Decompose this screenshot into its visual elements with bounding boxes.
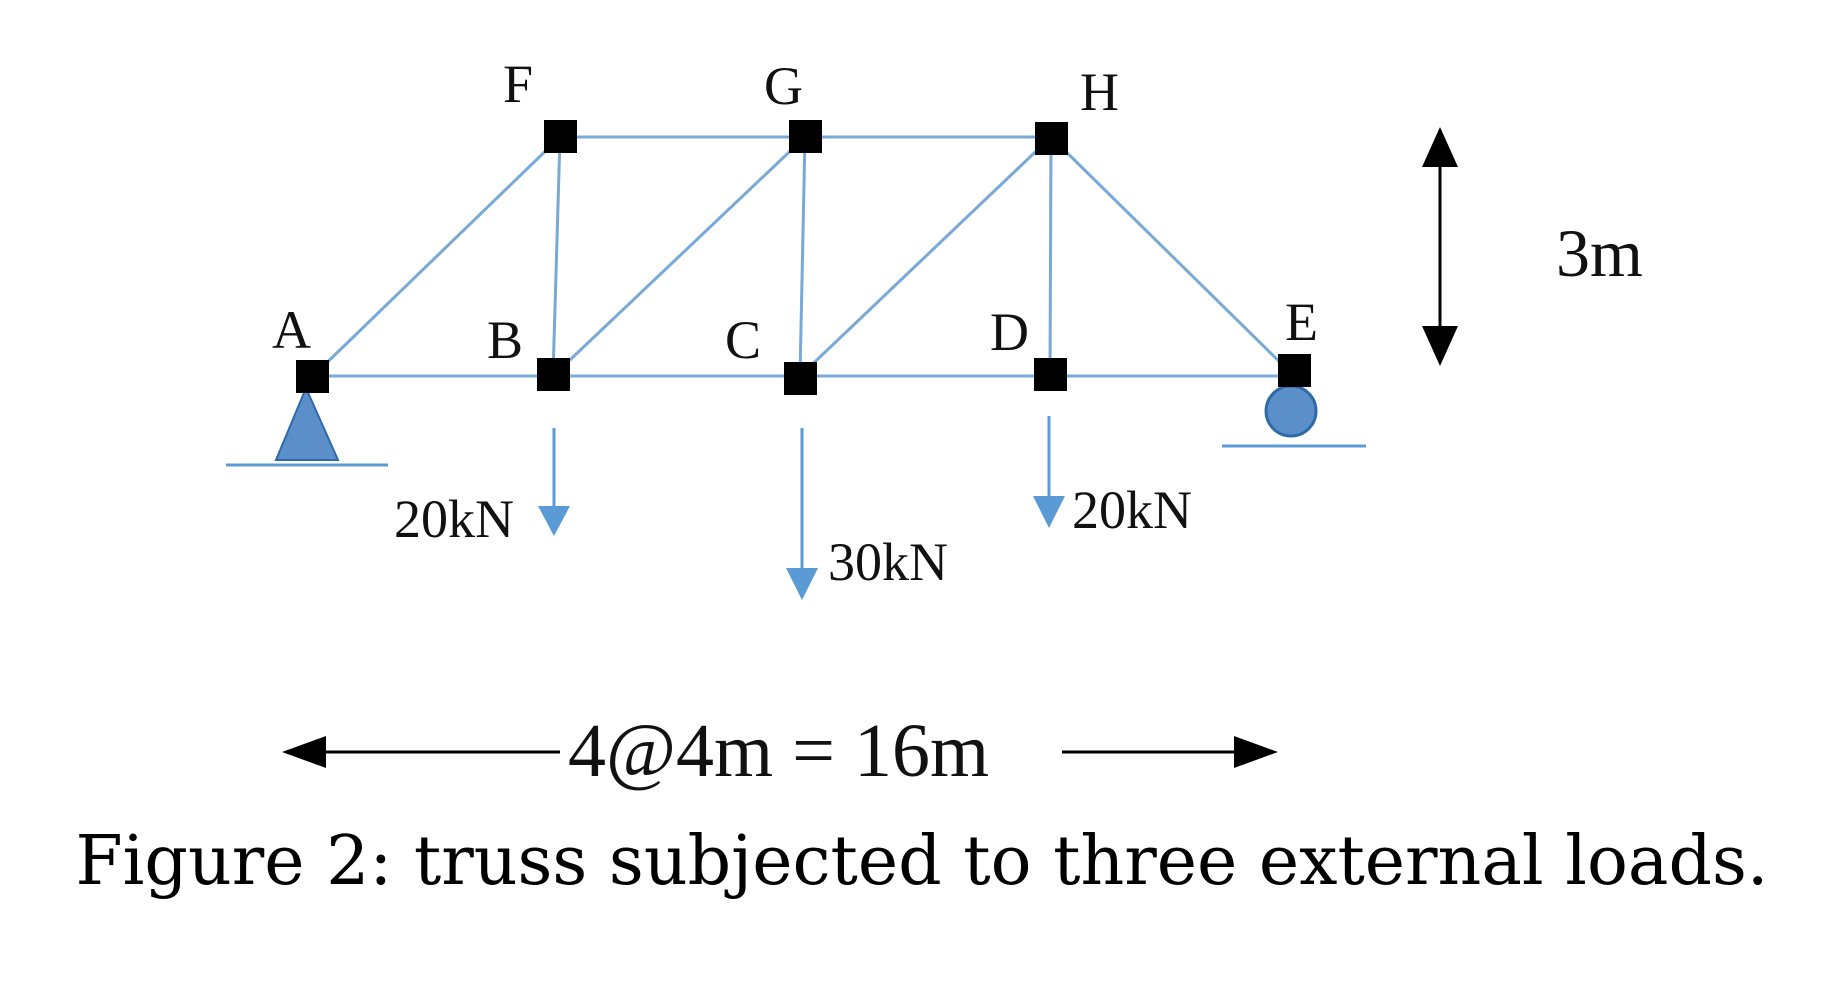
span-dimension-label: 4@4m = 16m xyxy=(568,709,989,793)
height-arrowhead-up xyxy=(1422,127,1458,167)
load-label-B: 20kN xyxy=(394,489,514,549)
joint-A xyxy=(296,360,329,393)
roller-support-circle xyxy=(1264,384,1318,438)
node-label-C: C xyxy=(725,310,761,370)
load-label-C: 30kN xyxy=(828,532,948,592)
node-label-F: F xyxy=(503,54,533,114)
load-arrowhead-B xyxy=(538,506,570,536)
member-B-F xyxy=(551,136,562,377)
joint-E xyxy=(1278,354,1311,387)
pin-support-A xyxy=(226,385,388,467)
joint-B xyxy=(537,358,570,391)
node-label-E: E xyxy=(1285,292,1318,352)
span-arrowhead-left xyxy=(282,736,326,768)
node-label-B: B xyxy=(487,310,523,370)
node-labels: F G H A B C D E xyxy=(272,54,1318,370)
load-B: 20kN xyxy=(394,428,570,549)
height-dimension-label: 3m xyxy=(1556,215,1643,291)
span-dimension: 4@4m = 16m xyxy=(282,709,1278,793)
member-C-H xyxy=(798,135,1053,378)
truss-joints xyxy=(296,120,1311,395)
member-E-H xyxy=(1049,135,1296,378)
member-D-H xyxy=(1048,136,1053,377)
node-label-H: H xyxy=(1080,62,1119,122)
load-arrowhead-C xyxy=(786,568,818,600)
joint-F xyxy=(544,120,577,153)
node-label-A: A xyxy=(272,300,311,360)
height-arrowhead-down xyxy=(1422,326,1458,366)
joint-G xyxy=(789,120,822,153)
figure-caption: Figure 2: truss subjected to three exter… xyxy=(75,822,1769,901)
member-B-G xyxy=(551,135,807,378)
joint-H xyxy=(1035,122,1068,155)
member-A-F xyxy=(311,135,562,378)
load-label-D: 20kN xyxy=(1072,480,1192,540)
node-label-D: D xyxy=(990,302,1029,362)
node-label-G: G xyxy=(764,56,803,116)
pin-support-triangle xyxy=(274,385,340,461)
load-D: 20kN xyxy=(1033,416,1192,540)
truss-members xyxy=(311,135,1296,378)
member-C-G xyxy=(798,136,807,377)
load-C: 30kN xyxy=(786,428,948,600)
height-dimension: 3m xyxy=(1422,127,1643,366)
roller-support-E xyxy=(1222,384,1366,448)
span-arrowhead-right xyxy=(1234,736,1278,768)
joint-D xyxy=(1034,358,1067,391)
joint-C xyxy=(784,362,817,395)
load-arrowhead-D xyxy=(1033,496,1065,528)
